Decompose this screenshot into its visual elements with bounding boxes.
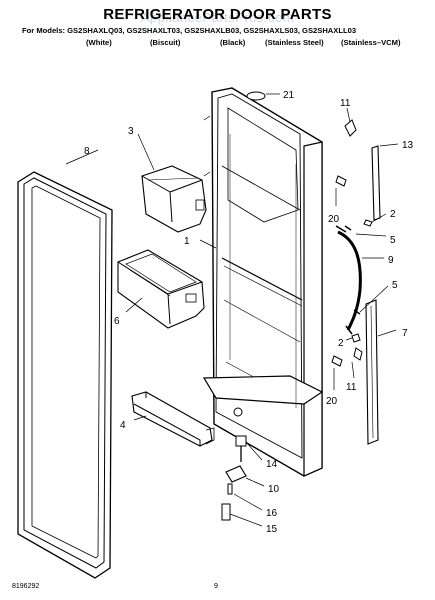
callout-3: 3 bbox=[128, 126, 134, 137]
callout-11a: 11 bbox=[340, 98, 351, 109]
color-stainless-steel: (Stainless Steel) bbox=[265, 38, 324, 47]
part-number: 8196292 bbox=[12, 583, 40, 590]
callout-13: 13 bbox=[402, 140, 414, 151]
callout-4: 4 bbox=[120, 420, 126, 431]
callout-20a: 20 bbox=[328, 214, 340, 225]
color-stainless-vcm: (Stainless–VCM) bbox=[341, 38, 401, 47]
callout-14: 14 bbox=[266, 459, 278, 470]
callout-8: 8 bbox=[84, 146, 90, 157]
door-gasket-part bbox=[17, 171, 113, 579]
trim-strips-part bbox=[365, 145, 381, 445]
color-biscuit: (Biscuit) bbox=[150, 38, 181, 47]
callout-21: 21 bbox=[283, 90, 295, 101]
callout-numbers: 21 11 13 3 8 1 20 2 5 9 6 5 7 2 11 20 4 … bbox=[84, 90, 414, 535]
door-handle-part bbox=[335, 225, 362, 335]
color-white: (White) bbox=[86, 38, 112, 47]
door-shelf-bin-part bbox=[117, 249, 205, 329]
callout-2b: 2 bbox=[338, 338, 344, 349]
callout-9: 9 bbox=[388, 255, 394, 266]
callout-6: 6 bbox=[114, 316, 120, 327]
callout-7: 7 bbox=[402, 328, 408, 339]
leader-lines bbox=[65, 93, 399, 527]
callout-11b: 11 bbox=[346, 382, 357, 393]
cap-plug-part bbox=[246, 91, 266, 101]
callout-2a: 2 bbox=[390, 209, 396, 220]
color-black: (Black) bbox=[220, 38, 246, 47]
small-hardware-parts bbox=[221, 119, 373, 521]
page-number: 9 bbox=[214, 583, 218, 590]
page-title: REFRIGERATOR DOOR PARTS bbox=[103, 6, 332, 23]
callout-20b: 20 bbox=[326, 396, 338, 407]
callout-5a: 5 bbox=[390, 235, 396, 246]
models-line: For Models: GS2SHAXLQ03, GS2SHAXLT03, GS… bbox=[22, 26, 357, 35]
watermark: AppliancePartsPros.com bbox=[140, 10, 295, 25]
callout-16: 16 bbox=[266, 508, 278, 519]
callout-5b: 5 bbox=[392, 280, 398, 291]
door-panel-part bbox=[202, 87, 324, 477]
dairy-bin-part bbox=[141, 165, 207, 233]
callout-1: 1 bbox=[184, 236, 190, 247]
callout-15: 15 bbox=[266, 524, 278, 535]
callout-10: 10 bbox=[268, 484, 280, 495]
lower-bin-part bbox=[131, 391, 215, 447]
